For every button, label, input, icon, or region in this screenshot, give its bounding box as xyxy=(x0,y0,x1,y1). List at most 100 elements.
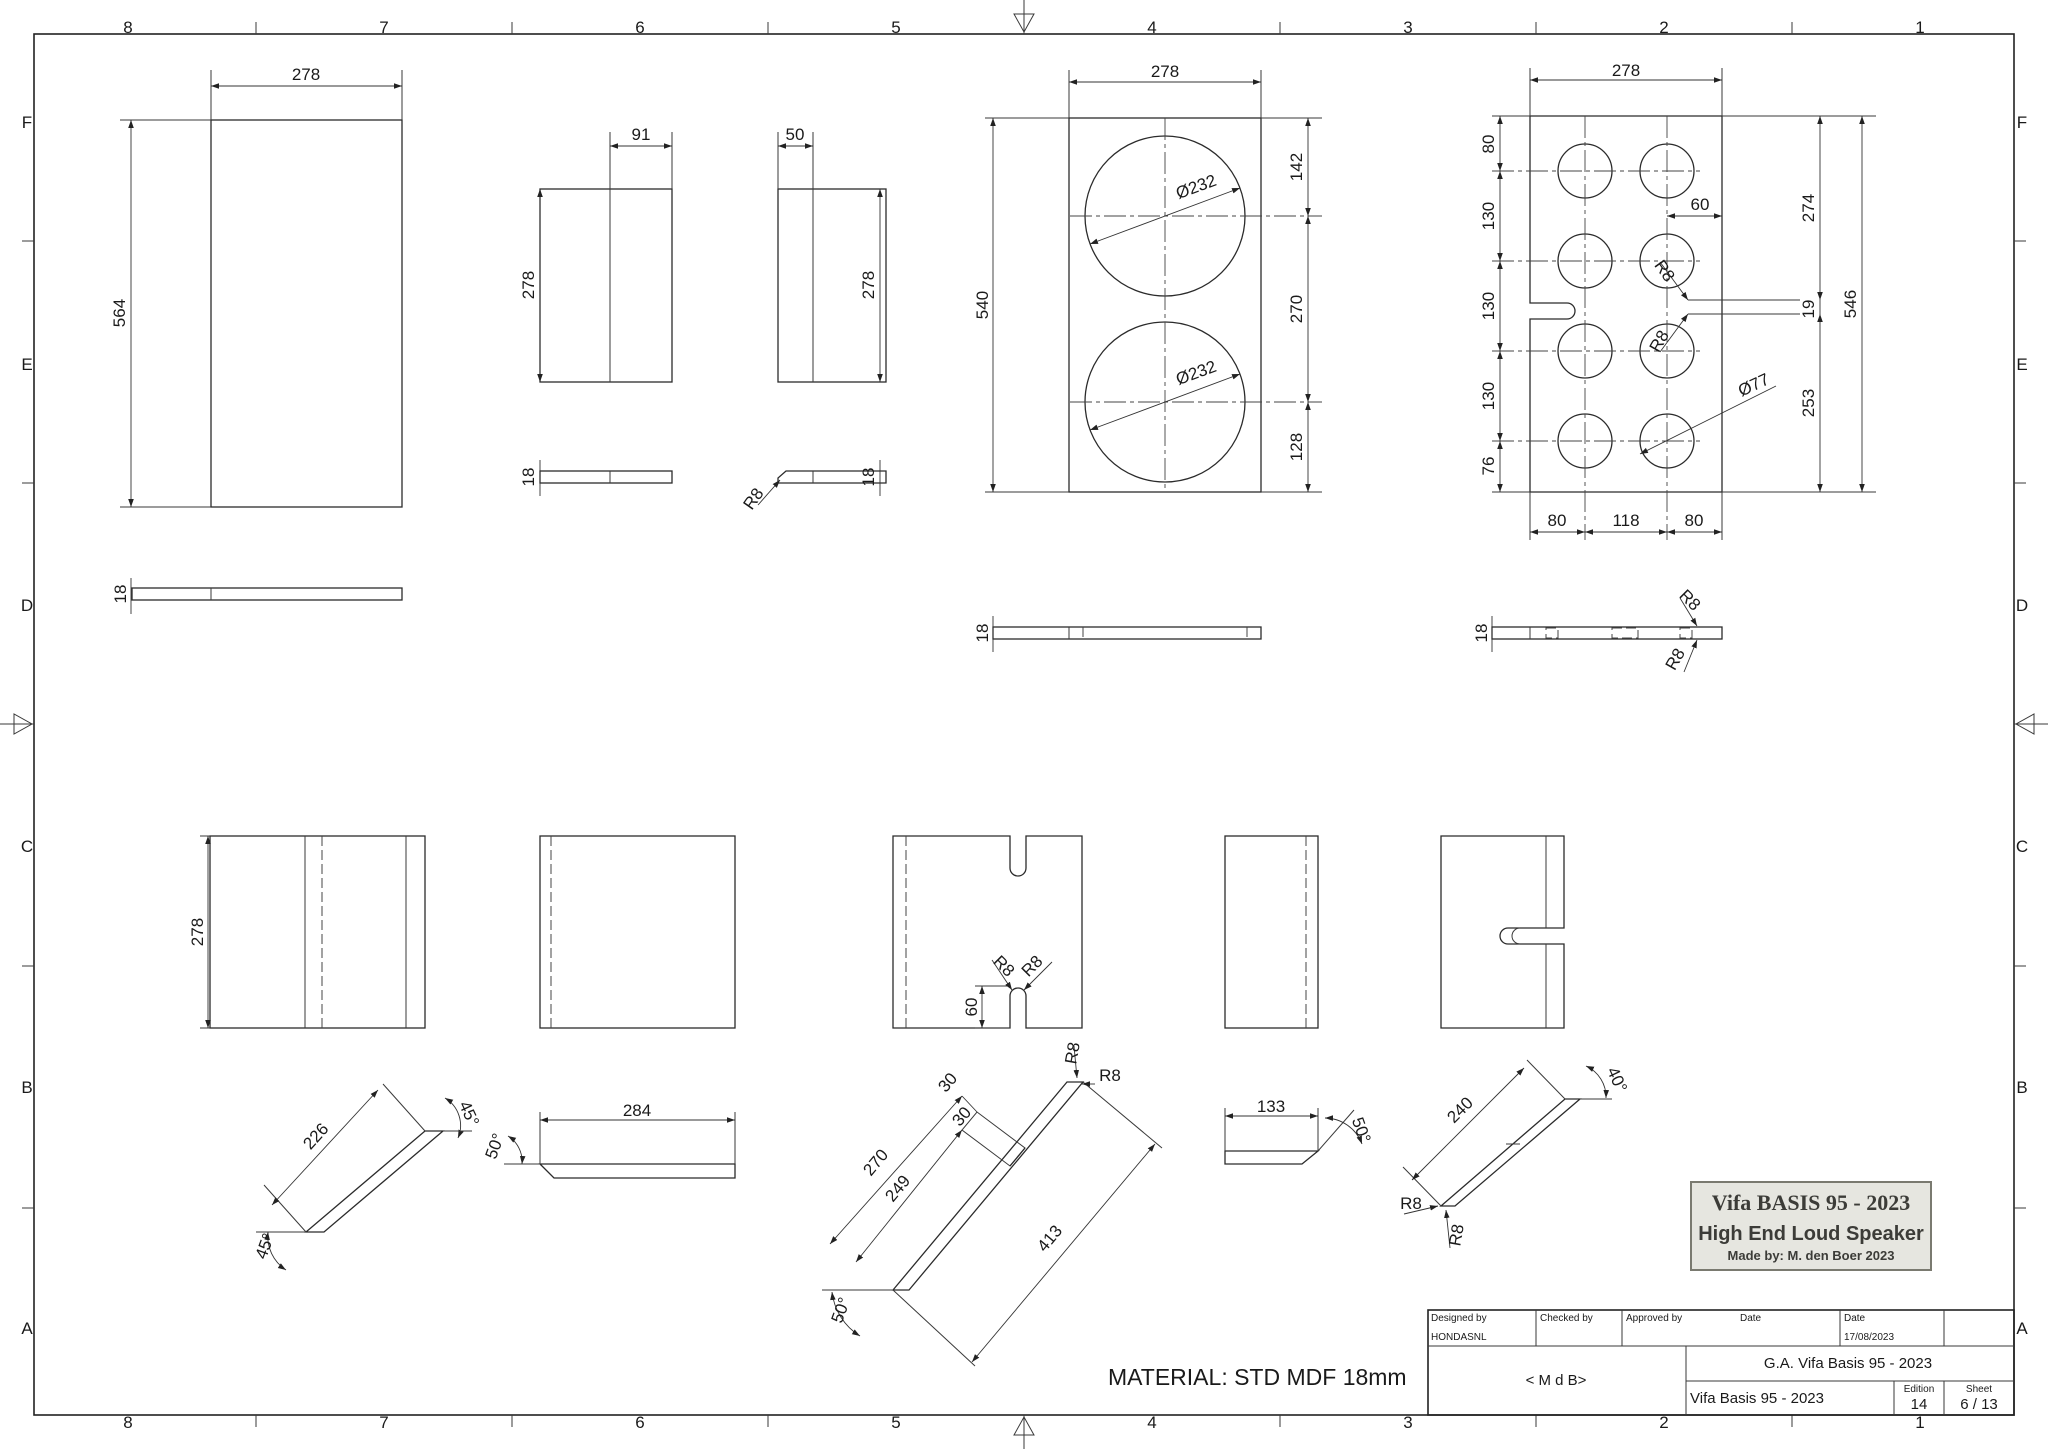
dimension-label: 18 xyxy=(973,624,992,643)
dimension-label: 130 xyxy=(1479,202,1498,230)
panel-brace-91-edge-view xyxy=(539,470,673,484)
section-b4: 133 50° xyxy=(1224,1097,1375,1165)
dimension-label: 249 xyxy=(881,1171,914,1205)
panel-c3: 60 R8 R8 xyxy=(892,835,1083,1029)
dimension-label: 50° xyxy=(1348,1115,1375,1146)
dimension-label: R8 xyxy=(1400,1194,1422,1213)
dimension-label: 274 xyxy=(1799,194,1818,222)
zone-col-label: 4 xyxy=(1147,18,1156,37)
dimension-label: 18 xyxy=(111,585,130,604)
dimension-label: R8 xyxy=(1018,952,1047,981)
stamp-title: Vifa BASIS 95 - 2023 xyxy=(1712,1190,1910,1215)
center-mark-left-icon xyxy=(13,713,34,735)
material-note: MATERIAL: STD MDF 18mm xyxy=(1108,1364,1407,1390)
zone-col-label: 1 xyxy=(1915,1413,1924,1432)
dimension-label: R8 xyxy=(1445,1223,1467,1248)
zone-row-label: E xyxy=(2016,355,2027,374)
dimension-label: 18 xyxy=(1472,624,1491,643)
dimension-label: R8 xyxy=(1099,1066,1121,1085)
dimension-label: 253 xyxy=(1799,389,1818,417)
zone-col-label: 3 xyxy=(1403,1413,1412,1432)
dimension-label: 270 xyxy=(859,1145,892,1179)
zone-row-label: D xyxy=(21,596,33,615)
zone-col-label: 6 xyxy=(635,1413,644,1432)
project-stamp: Vifa BASIS 95 - 2023 High End Loud Speak… xyxy=(1690,1181,1932,1271)
dimension-label: 278 xyxy=(859,271,878,299)
dimension-label: 60 xyxy=(962,998,981,1017)
stamp-author: Made by: M. den Boer 2023 xyxy=(1728,1248,1895,1263)
dimension-label: 133 xyxy=(1257,1097,1285,1116)
dimension-label: 270 xyxy=(1287,295,1306,323)
panel-c1: 278 xyxy=(188,835,426,1029)
edition-value: 14 xyxy=(1911,1396,1928,1413)
zone-labels: 8 7 6 5 4 3 2 1 8 7 6 5 4 3 2 1 F E D C … xyxy=(21,18,2028,1432)
date-label: Date xyxy=(1844,1313,1866,1324)
dimension-label: 413 xyxy=(1033,1221,1066,1255)
dimension-label: 19 xyxy=(1799,300,1818,319)
port-holes xyxy=(1492,116,1700,540)
zone-col-label: 2 xyxy=(1659,1413,1668,1432)
date-label: Date xyxy=(1740,1313,1762,1324)
dimension-label: 128 xyxy=(1287,433,1306,461)
stamp-subtitle: High End Loud Speaker xyxy=(1698,1223,1924,1245)
dimension-label: 50 xyxy=(786,125,805,144)
center-mark-right-icon xyxy=(2014,713,2035,735)
dimension-label: 130 xyxy=(1479,292,1498,320)
zone-row-label: B xyxy=(21,1078,32,1097)
approved-by-label: Approved by xyxy=(1626,1313,1682,1324)
sheet-value: 6 / 13 xyxy=(1960,1396,1998,1413)
zone-col-label: 7 xyxy=(379,18,388,37)
dimension-label: 18 xyxy=(859,468,878,487)
panel-c4 xyxy=(1224,835,1319,1029)
dimension-label: 130 xyxy=(1479,382,1498,410)
dimension-label: 50° xyxy=(828,1295,855,1326)
panel-brace-91: 91 278 18 xyxy=(519,125,673,496)
zone-col-label: 5 xyxy=(891,1413,900,1432)
zone-row-label: D xyxy=(2016,596,2028,615)
zone-row-label: E xyxy=(21,355,32,374)
dimension-label: 284 xyxy=(623,1101,651,1120)
dimension-label: 546 xyxy=(1841,290,1860,318)
drawing-title: G.A. Vifa Basis 95 - 2023 xyxy=(1764,1355,1932,1372)
zone-row-label: F xyxy=(22,113,32,132)
checked-by-label: Checked by xyxy=(1540,1313,1593,1324)
dimension-label: Ø77 xyxy=(1735,370,1772,401)
zone-col-label: 2 xyxy=(1659,18,1668,37)
dimension-label: R8 xyxy=(989,952,1018,981)
dimension-label: 30 xyxy=(934,1069,961,1096)
zone-col-label: 7 xyxy=(379,1413,388,1432)
panel-side-edge-view xyxy=(131,587,403,601)
zone-col-label: 6 xyxy=(635,18,644,37)
dimension-label: 142 xyxy=(1287,153,1306,181)
designed-by-value: HONDASNL xyxy=(1431,1332,1487,1343)
dimension-label: R8 xyxy=(1061,1041,1083,1066)
zone-col-label: 8 xyxy=(123,1413,132,1432)
zone-row-label: B xyxy=(2016,1078,2027,1097)
dimension-label: 278 xyxy=(519,271,538,299)
zone-col-label: 1 xyxy=(1915,18,1924,37)
panel-brace-50: 50 278 18 R8 xyxy=(739,125,887,513)
dimension-label: 240 xyxy=(1443,1093,1476,1126)
zone-col-label: 3 xyxy=(1403,18,1412,37)
dimension-label: 80 xyxy=(1479,135,1498,154)
center-mark-bottom-icon xyxy=(1013,1415,1035,1436)
dimension-label: 80 xyxy=(1548,511,1567,530)
dimension-label: 60 xyxy=(1691,195,1710,214)
zone-row-label: F xyxy=(2017,113,2027,132)
zone-row-label: C xyxy=(21,837,33,856)
company-name: < M d B> xyxy=(1526,1372,1587,1389)
edition-label: Edition xyxy=(1904,1384,1935,1395)
dimension-label: 278 xyxy=(292,65,320,84)
dimension-label: 80 xyxy=(1685,511,1704,530)
panel-rear-edge-view xyxy=(1491,626,1723,640)
panel-rear: 278 80 130 130 130 76 80 xyxy=(1472,61,1876,673)
dimension-label: R8 xyxy=(1675,586,1704,615)
dimension-label: 118 xyxy=(1612,511,1639,530)
section-b1: 226 45° 45° xyxy=(252,1083,483,1271)
dimension-label: 278 xyxy=(1151,62,1179,81)
dimension-label: 278 xyxy=(188,918,207,946)
dimension-label: 278 xyxy=(1612,61,1640,80)
dimension-label: 226 xyxy=(299,1119,332,1153)
